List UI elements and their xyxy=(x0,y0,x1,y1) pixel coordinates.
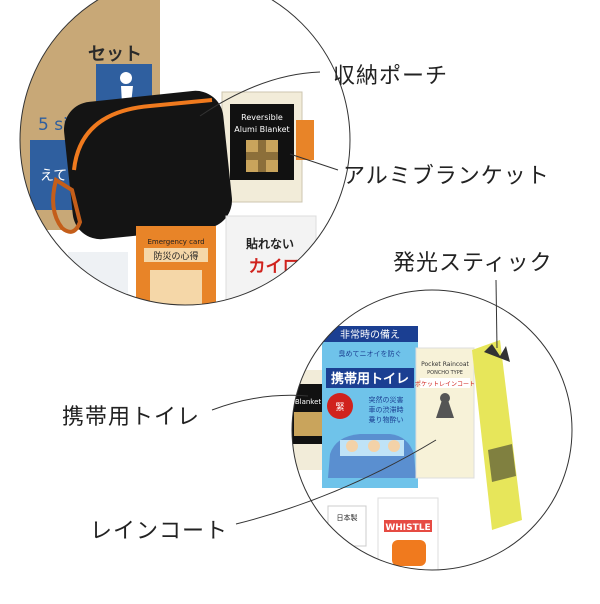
label-glow-stick: 発光スティック xyxy=(393,251,553,276)
toilet-side-3: 乗り物酔い xyxy=(369,415,404,424)
whistle-tag: 日本製 xyxy=(337,513,358,522)
blanket-package-line2: Alumi Blanket xyxy=(234,125,289,134)
leader-line-stick xyxy=(495,279,498,349)
emergency-card-title: 防災の心得 xyxy=(153,250,198,262)
label-storage-pouch: 収納ポーチ xyxy=(333,64,449,89)
blanket-side-text: Blanket xyxy=(295,398,322,406)
leader-line-toilet xyxy=(211,394,309,411)
label-portable-toilet: 携帯用トイレ xyxy=(62,405,201,430)
black-pouch xyxy=(51,90,233,240)
leader-line-blanket xyxy=(289,153,339,171)
box-text-top: セット xyxy=(88,44,142,65)
bottom-circle-outline xyxy=(291,289,573,571)
kairo-main: カイロ xyxy=(249,257,300,277)
whistle-main: WHISTLE xyxy=(385,523,430,533)
box-text-mid: えて xyxy=(40,168,67,184)
blanket-package: Reversible Alumi Blanket xyxy=(221,91,314,203)
toilet-main: 携帯用トイレ xyxy=(331,371,409,387)
emergency-card: Emergency card 防災の心得 xyxy=(136,226,216,305)
leader-line-pouch xyxy=(199,71,321,117)
top-circle-outline xyxy=(19,0,351,306)
label-alumi-blanket: アルミブランケット xyxy=(343,164,550,189)
toilet-badge-1: 緊 xyxy=(335,402,344,413)
poncho-top-1: Pocket Raincoat xyxy=(421,361,469,368)
toilet-side-1: 突然の災害 xyxy=(369,395,404,404)
emergency-card-top: Emergency card xyxy=(147,238,204,246)
poncho-top-2: PONCHO TYPE xyxy=(427,370,463,376)
poncho-package: Pocket Raincoat PONCHO TYPE ポケットレインコート xyxy=(415,347,475,479)
leader-line-poncho xyxy=(235,439,437,525)
whistle-package: 日本製 WHISTLE xyxy=(327,497,439,570)
toilet-package: 非常時の備え 臭めてニオイを防ぐ 携帯用トイレ 緊 突然の災害 車の渋滞時 乗り… xyxy=(322,326,418,488)
toilet-banner: 非常時の備え xyxy=(340,328,400,341)
toilet-side-2: 車の渋滞時 xyxy=(369,405,404,414)
kairo-top: 貼れない xyxy=(246,236,294,251)
glow-stick-package xyxy=(472,340,522,530)
label-raincoat: レインコート xyxy=(90,519,229,544)
poncho-main: ポケットレインコート xyxy=(415,380,475,388)
toilet-smell: 臭めてニオイを防ぐ xyxy=(339,349,402,358)
blanket-package-line1: Reversible xyxy=(241,113,283,122)
kairo-package: 貼れない カイロ xyxy=(225,215,317,305)
